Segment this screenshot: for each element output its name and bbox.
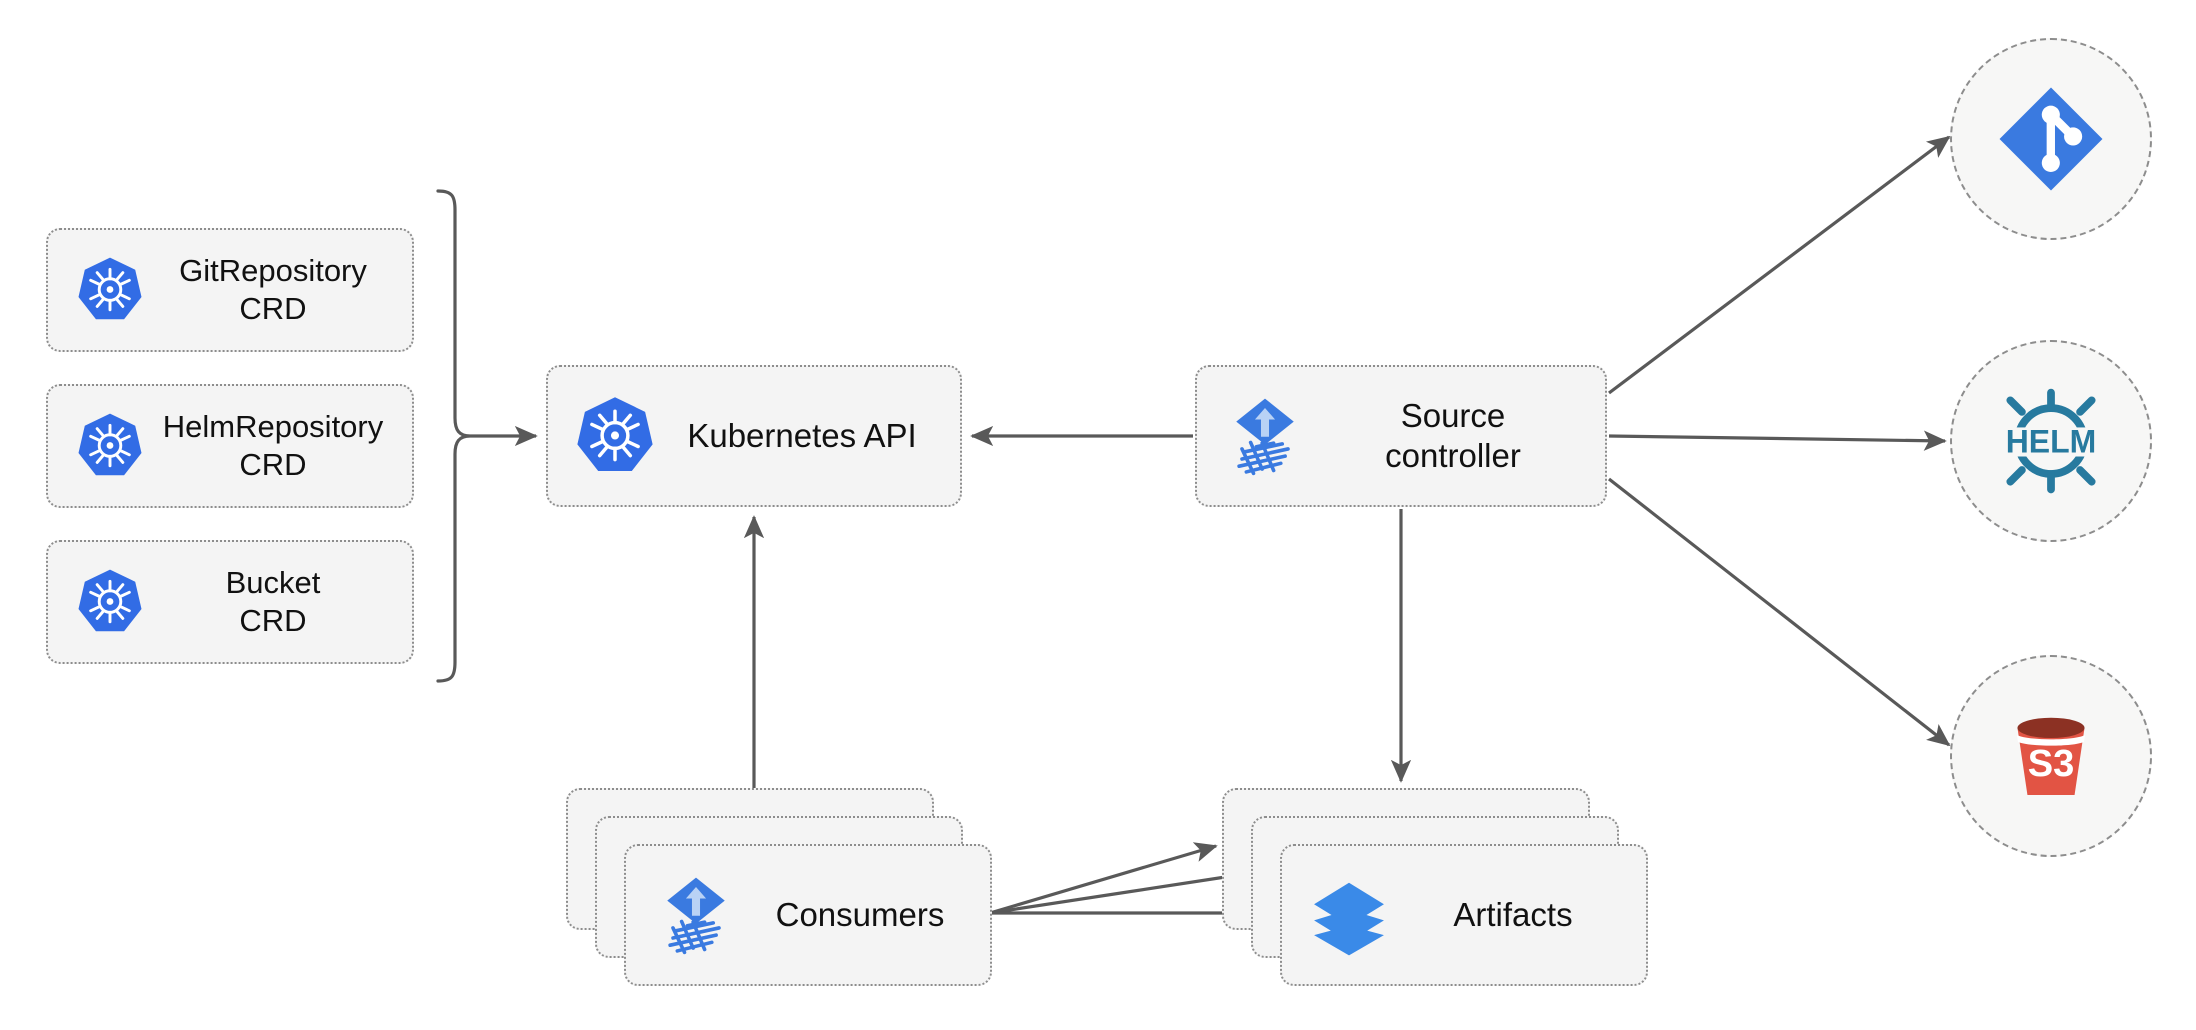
node-label: Consumers [775, 896, 945, 933]
node-label: Source controller [1385, 396, 1521, 474]
edge-source-to-git [1608, 135, 1951, 395]
crd-label: GitRepository CRD [179, 253, 367, 326]
node-label: Artifacts [1453, 896, 1573, 933]
crd-label: Bucket CRD [225, 565, 321, 638]
crd-group-brace [436, 189, 471, 683]
node-label: Kubernetes API [687, 416, 917, 454]
helm-label: HELM [2006, 424, 2097, 460]
crd-box-gitrepository[interactable]: GitRepository CRD [46, 228, 414, 352]
s3-icon: S3 [2016, 717, 2086, 795]
flux-icon [1236, 398, 1294, 476]
crd-box-helmrepository[interactable]: HelmRepository CRD [46, 384, 414, 508]
node-kubernetes-api[interactable]: Kubernetes API [546, 365, 962, 507]
edge-consumers-to-artifacts-2 [989, 867, 1247, 915]
layers-icon [1314, 882, 1384, 956]
artifacts-card-front[interactable]: Artifacts [1280, 844, 1648, 986]
flux-icon [667, 877, 725, 955]
node-source-controller[interactable]: Source controller [1195, 365, 1607, 507]
consumers-card-front[interactable]: Consumers [624, 844, 992, 986]
external-s3[interactable]: S3 [1950, 655, 2152, 857]
s3-label: S3 [2028, 743, 2075, 785]
git-icon [1999, 87, 2103, 191]
node-consumers-stack[interactable]: Consumers [566, 788, 996, 988]
external-git[interactable] [1950, 38, 2152, 240]
external-helm[interactable]: HELM [1950, 340, 2152, 542]
kubernetes-icon [577, 397, 653, 471]
edge-consumers-to-artifacts-1 [989, 842, 1218, 915]
crd-label: HelmRepository CRD [162, 409, 384, 482]
edge-source-to-helm [1608, 430, 1947, 451]
edge-source-to-s3 [1608, 477, 1951, 747]
kubernetes-icon [78, 413, 142, 476]
helm-icon: HELM [2004, 388, 2098, 494]
node-artifacts-stack[interactable]: Artifacts [1222, 788, 1652, 988]
crd-box-bucket[interactable]: Bucket CRD [46, 540, 414, 664]
kubernetes-icon [78, 569, 142, 632]
kubernetes-icon [78, 257, 142, 320]
